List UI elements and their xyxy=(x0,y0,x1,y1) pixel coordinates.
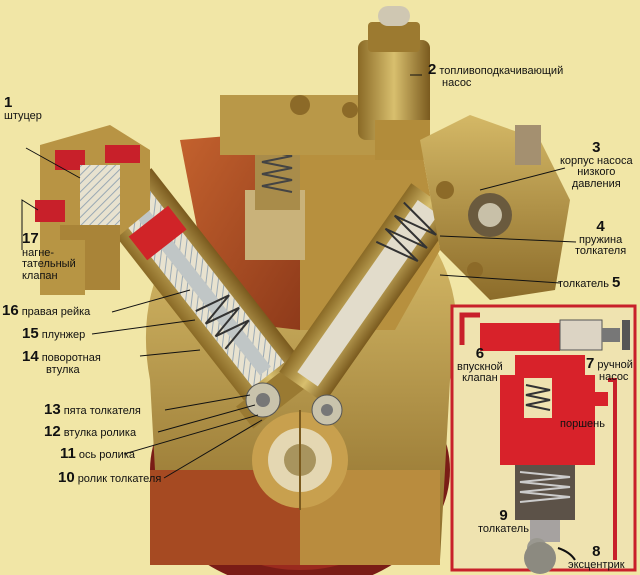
callout-text-line: пружина xyxy=(578,233,623,246)
callout-15: 15 плунжер xyxy=(22,326,85,342)
callout-text-line: нагне- xyxy=(22,246,55,259)
callout-text: втулка ролика xyxy=(63,427,137,439)
callout-text-line: насос xyxy=(442,76,472,89)
callout-text-line: топливоподкачивающий xyxy=(439,65,564,77)
discharge-valve-block xyxy=(35,125,150,295)
callout-text-line: тательный xyxy=(22,258,76,271)
callout-7: 7 ручной насос xyxy=(586,356,633,383)
callout-text: пята толкателя xyxy=(63,405,141,417)
priming-pump xyxy=(358,6,430,160)
callout-text-line: корпус насоса xyxy=(560,154,633,167)
callout-number: 1 xyxy=(4,94,13,111)
callout-text-line: насос xyxy=(599,370,629,383)
leader-lines xyxy=(21,74,577,479)
central-housing xyxy=(180,95,440,330)
callout-number: 8 xyxy=(592,543,601,560)
callout-17: 17 нагне- тательный клапан xyxy=(22,231,76,282)
callout-text-line: клапан xyxy=(462,372,498,385)
callout-text: ось ролика xyxy=(78,449,135,461)
callout-11: 11 ось ролика xyxy=(60,446,135,462)
camshaft xyxy=(252,410,348,510)
callout-4: 4 пружина толкателя xyxy=(575,219,626,258)
callout-text-line: давления xyxy=(571,177,621,190)
callout-text-line: клапан xyxy=(22,269,58,282)
callout-text: штуцер xyxy=(4,109,42,122)
callout-2: 2 топливоподкачивающий насос xyxy=(428,62,563,89)
callout-text: толкатель xyxy=(558,278,609,290)
callout-number: 15 xyxy=(22,325,39,342)
callout-number: 9 xyxy=(499,507,508,524)
callout-5: толкатель 5 xyxy=(558,275,620,291)
callout-number: 3 xyxy=(592,139,601,156)
callout-text-line: втулка xyxy=(46,363,80,376)
callout-number: 7 xyxy=(586,355,595,372)
callout-number: 14 xyxy=(22,348,39,365)
callout-text: плунжер xyxy=(41,329,86,341)
callout-number: 2 xyxy=(428,61,437,78)
inset-piston-label: поршень xyxy=(560,418,605,430)
callout-9: 9 толкатель xyxy=(478,508,529,535)
callout-number: 10 xyxy=(58,469,75,486)
callout-text: правая рейка xyxy=(21,306,91,318)
right-plunger-section xyxy=(279,183,457,404)
inset-schematic xyxy=(450,304,637,574)
callout-text: толкатель xyxy=(478,522,529,535)
callout-text: эксцентрик xyxy=(568,558,625,571)
callout-12: 12 втулка ролика xyxy=(44,424,136,440)
callout-13: 13 пята толкателя xyxy=(44,402,141,418)
callout-number: 12 xyxy=(44,423,61,440)
callout-text-line: впускной xyxy=(457,360,503,373)
callout-6: 6 впускной клапан xyxy=(457,346,503,385)
callout-8: 8 эксцентрик xyxy=(568,544,625,571)
callout-1: 1 штуцер xyxy=(4,95,42,122)
callout-14: 14 поворотная втулка xyxy=(22,349,101,376)
callout-number: 11 xyxy=(60,445,76,462)
low-pressure-housing xyxy=(420,115,570,300)
callout-text-line: ручной xyxy=(597,359,633,371)
callout-number: 6 xyxy=(475,345,485,362)
callout-number: 4 xyxy=(596,218,605,235)
callout-text: ролик толкателя xyxy=(77,473,162,485)
callout-number: 16 xyxy=(2,302,19,319)
callout-10: 10 ролик толкателя xyxy=(58,470,161,486)
callout-number: 5 xyxy=(611,274,621,291)
callout-16: 16 правая рейка xyxy=(2,303,90,319)
callout-text-line: толкателя xyxy=(575,245,627,258)
callout-number: 17 xyxy=(22,230,39,247)
callout-text-line: поворотная xyxy=(41,352,101,364)
callout-number: 13 xyxy=(44,401,61,418)
callout-text-line: низкого xyxy=(577,166,616,179)
callout-3: 3 корпус насоса низкого давления xyxy=(560,140,633,190)
